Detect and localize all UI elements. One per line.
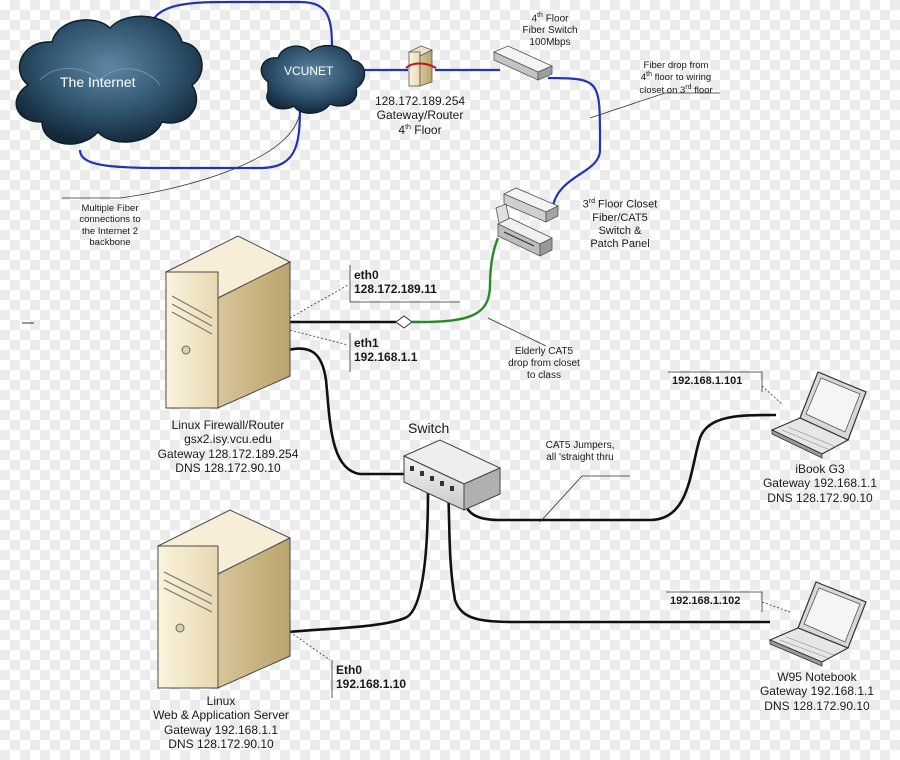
eth0-callout [289, 284, 349, 319]
ibook-ip-label: 192.168.1.101 [672, 375, 743, 387]
internet-cloud-label: The Internet [60, 74, 136, 90]
server-label: Linux Web & Application Server Gateway 1… [153, 694, 289, 752]
closet-switch-label: 3rd Floor Closet Fiber/CAT5 Switch & Pat… [582, 198, 658, 251]
ibook-callout [761, 385, 784, 406]
cat5-connector [395, 315, 413, 329]
cat5-elderly-drop [412, 237, 500, 324]
server-eth0-label: Eth0 192.168.1.10 [336, 663, 407, 692]
fiber-switch-device [493, 45, 553, 81]
fiber-switch-label: 4th Floor Fiber Switch 100Mbps [522, 12, 578, 49]
fiber-internet-vcunet-bottom [78, 99, 302, 170]
elderly-cat5-note: Elderly CAT5 drop from closet to class [508, 346, 580, 381]
server-tower [156, 509, 292, 689]
cable-switch-notebook [446, 489, 770, 624]
ip-box-borders [331, 265, 763, 698]
central-switch-device [402, 439, 502, 511]
multiple-fiber-note: Multiple Fiber connections to the Intern… [79, 203, 141, 249]
notebook-label: W95 Notebook Gateway 192.168.1.1 DNS 128… [759, 670, 875, 713]
gateway-router-device [405, 45, 437, 87]
ibook-laptop [770, 371, 867, 459]
fiber-drop-note: Fiber drop from 4th floor to wiring clos… [639, 60, 713, 97]
notebook-laptop [768, 581, 867, 667]
fiber-internet-vcunet-top [148, 0, 334, 51]
switch-label: Switch [408, 420, 450, 436]
notebook-ip-label: 192.168.1.102 [670, 595, 741, 607]
notebook-callout [761, 601, 791, 613]
closet-switch-stack [495, 187, 559, 257]
cable-switch-ibook [460, 413, 777, 522]
ibook-label: iBook G3 Gateway 192.168.1.1 DNS 128.172… [762, 462, 878, 505]
cat5-cables [287, 320, 777, 634]
vcunet-cloud [260, 44, 366, 114]
firewall-label: Linux Firewall/Router gsx2.isy.vcu.edu G… [157, 418, 299, 476]
fiber-switch-closet [547, 76, 602, 216]
cable-firewall-switch [287, 347, 408, 476]
firewall-tower [164, 235, 292, 409]
vcunet-cloud-label: VCUNET [284, 64, 334, 78]
internet-cloud [15, 15, 203, 145]
cable-switch-server [287, 489, 430, 634]
eth1-callout [289, 329, 349, 346]
fiber-links [78, 0, 602, 216]
callout-lines [62, 92, 791, 661]
cat5-jumpers-note: CAT5 Jumpers, all 'straight thru [545, 440, 615, 463]
eth1-label: eth1 192.168.1.1 [354, 336, 418, 365]
gateway-router-label: 128.172.189.254 Gateway/Router 4th Floor [374, 94, 466, 137]
eth0-label: eth0 128.172.189.11 [354, 268, 437, 297]
server-callout [289, 631, 331, 661]
